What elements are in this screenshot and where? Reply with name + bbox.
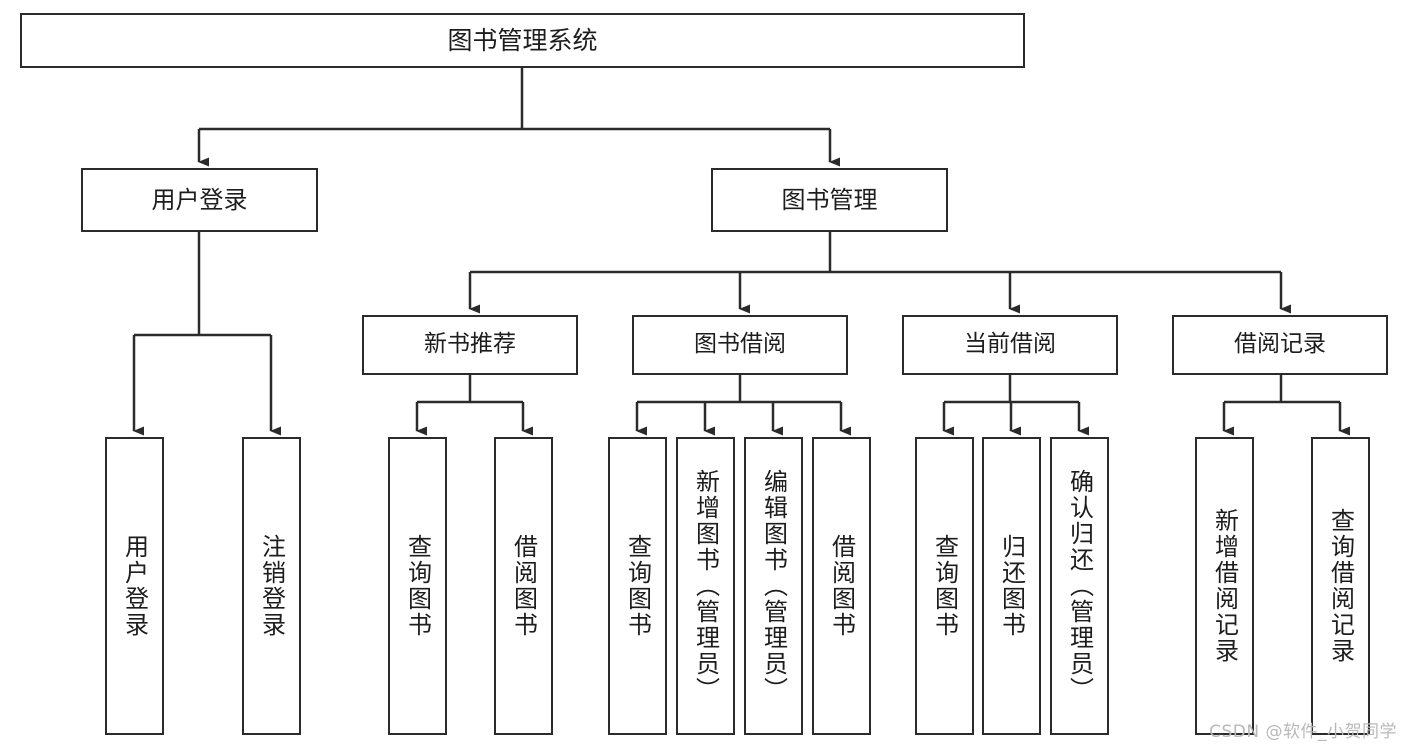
node-leaf-query-book-1-label: 查询图书 xyxy=(403,534,432,638)
node-leaf-borrow-book-2[interactable]: 借阅图书 xyxy=(812,437,871,735)
node-book-borrow-label: 图书借阅 xyxy=(694,331,786,358)
node-leaf-query-book-1[interactable]: 查询图书 xyxy=(388,437,447,735)
node-user-login-label: 用户登录 xyxy=(151,185,248,214)
node-leaf-query-book-2[interactable]: 查询图书 xyxy=(608,437,667,735)
node-book-management[interactable]: 图书管理 xyxy=(711,168,948,232)
node-leaf-edit-book-admin-label: 编辑图书（管理员） xyxy=(759,469,788,703)
node-leaf-query-book-2-label: 查询图书 xyxy=(623,534,652,638)
node-user-login[interactable]: 用户登录 xyxy=(81,168,318,232)
node-leaf-query-borrow-record-label: 查询借阅记录 xyxy=(1326,508,1355,664)
node-leaf-query-book-3[interactable]: 查询图书 xyxy=(915,437,974,735)
node-new-book-recommend-label: 新书推荐 xyxy=(424,331,516,358)
node-leaf-add-book-admin-label: 新增图书（管理员） xyxy=(691,469,720,703)
node-leaf-query-book-3-label: 查询图书 xyxy=(930,534,959,638)
node-current-borrow[interactable]: 当前借阅 xyxy=(902,315,1118,375)
node-leaf-borrow-book-2-label: 借阅图书 xyxy=(827,534,856,638)
node-leaf-user-login[interactable]: 用户登录 xyxy=(105,437,164,735)
node-leaf-confirm-return-admin[interactable]: 确认归还（管理员） xyxy=(1050,437,1109,735)
node-root[interactable]: 图书管理系统 xyxy=(20,13,1025,68)
node-leaf-add-borrow-record[interactable]: 新增借阅记录 xyxy=(1195,437,1254,735)
node-leaf-borrow-book-1-label: 借阅图书 xyxy=(509,534,538,638)
node-borrow-record[interactable]: 借阅记录 xyxy=(1172,315,1388,375)
node-current-borrow-label: 当前借阅 xyxy=(964,331,1056,358)
node-leaf-add-borrow-record-label: 新增借阅记录 xyxy=(1210,508,1239,664)
node-leaf-logout[interactable]: 注销登录 xyxy=(242,437,301,735)
node-root-label: 图书管理系统 xyxy=(447,25,598,55)
node-leaf-confirm-return-admin-label: 确认归还（管理员） xyxy=(1065,469,1094,703)
node-leaf-add-book-admin[interactable]: 新增图书（管理员） xyxy=(676,437,735,735)
node-leaf-edit-book-admin[interactable]: 编辑图书（管理员） xyxy=(744,437,803,735)
node-book-borrow[interactable]: 图书借阅 xyxy=(632,315,848,375)
node-borrow-record-label: 借阅记录 xyxy=(1234,331,1326,358)
node-leaf-query-borrow-record[interactable]: 查询借阅记录 xyxy=(1311,437,1370,735)
node-new-book-recommend[interactable]: 新书推荐 xyxy=(362,315,578,375)
csdn-watermark: CSDN @软件_小贺同学 xyxy=(1209,722,1397,742)
node-book-management-label: 图书管理 xyxy=(781,185,878,214)
node-leaf-borrow-book-1[interactable]: 借阅图书 xyxy=(494,437,553,735)
node-leaf-return-book[interactable]: 归还图书 xyxy=(982,437,1041,735)
node-leaf-return-book-label: 归还图书 xyxy=(997,534,1026,638)
node-leaf-user-login-label: 用户登录 xyxy=(120,534,149,638)
node-leaf-logout-label: 注销登录 xyxy=(257,534,286,638)
